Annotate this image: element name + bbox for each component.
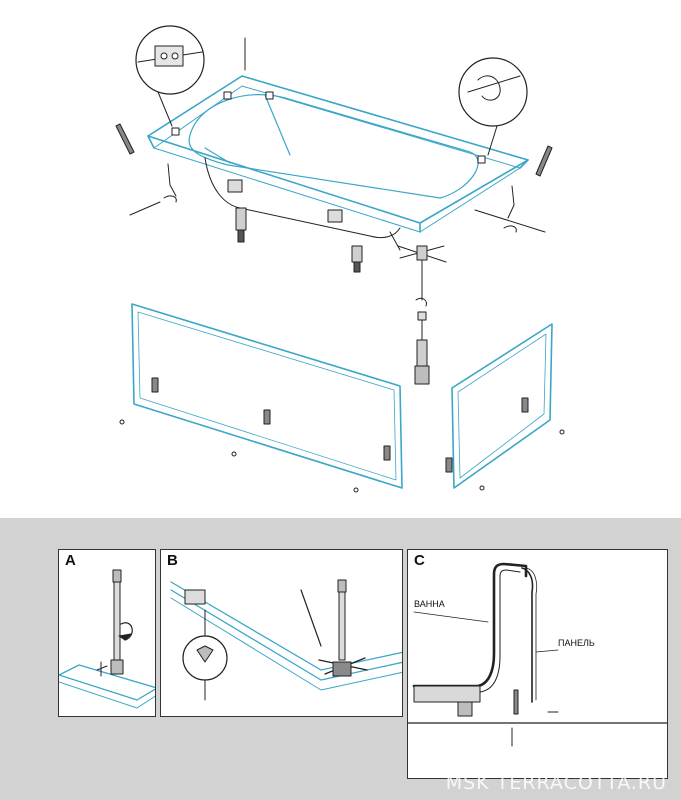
support-leg-exploded (397, 245, 447, 385)
detail-band: A B (0, 518, 681, 800)
front-panel (119, 303, 403, 493)
watermark: MSK TERRACOTTA.RU (445, 772, 667, 794)
marker-pencil-left (115, 123, 135, 155)
detail-panel-b: B (160, 549, 403, 717)
panel-a-letter: A (65, 552, 76, 569)
detail-panel-a: A (58, 549, 156, 717)
panel-c-drawing (408, 562, 667, 747)
panel-b-drawing (170, 579, 402, 701)
assembly-illustration (115, 25, 565, 493)
assembly-drawing (115, 25, 565, 493)
callout-panel: ПАНЕЛЬ (558, 638, 595, 648)
panel-c-letter: C (414, 552, 425, 569)
magnifier-callout-left (135, 25, 205, 127)
panel-a-drawing (59, 569, 155, 709)
side-panel (445, 323, 565, 491)
detail-panel-c: C ВАННА ПАНЕЛЬ (407, 549, 668, 779)
callout-bath: ВАННА (414, 599, 445, 609)
bathtub-basin (188, 94, 479, 199)
tub-legs (235, 207, 363, 273)
panel-b-letter: B (167, 552, 178, 569)
magnifier-callout-right (458, 57, 528, 156)
marker-pencil-right (535, 145, 553, 177)
